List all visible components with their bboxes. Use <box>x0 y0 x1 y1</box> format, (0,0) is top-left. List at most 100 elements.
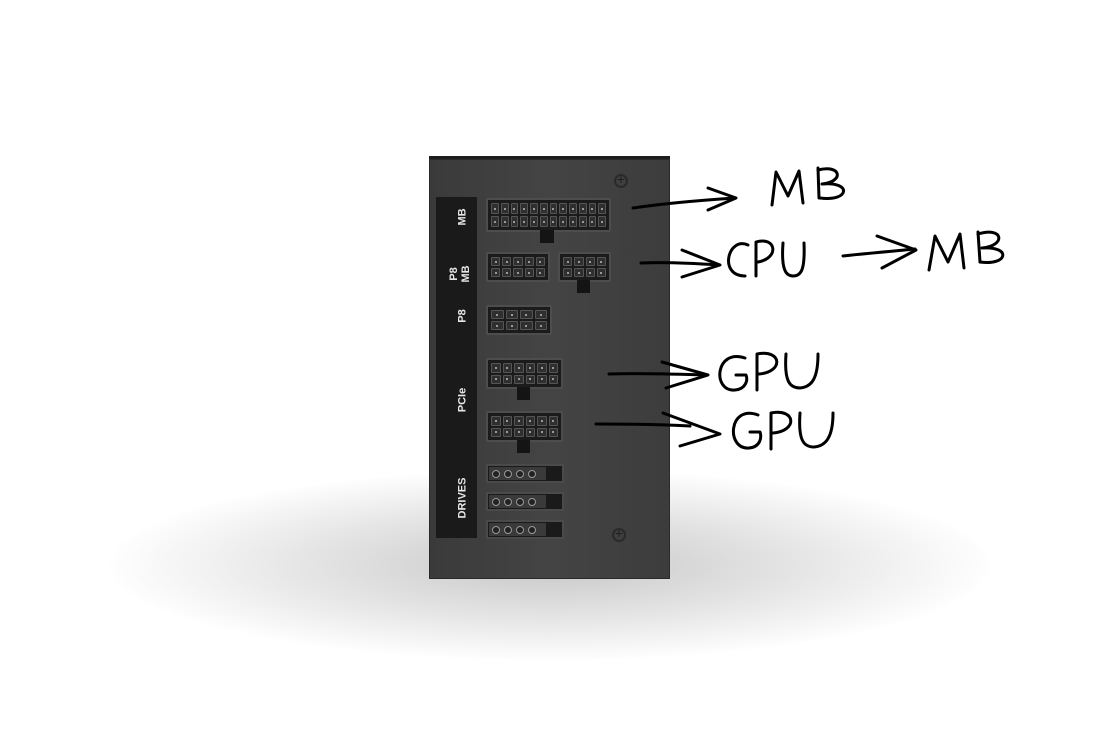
cpu-8pin-connector <box>558 252 611 282</box>
handwritten-gpu-1 <box>718 351 820 392</box>
pcie-connector-2 <box>486 411 563 442</box>
connector-pin <box>510 203 519 214</box>
connector-pin <box>491 427 501 437</box>
mb-24pin-connector <box>486 198 611 232</box>
connector-pin <box>598 203 606 214</box>
connector-pin <box>513 257 523 266</box>
connector-pin <box>537 363 547 373</box>
drive-connector-3 <box>486 520 564 539</box>
connector-pin <box>598 216 606 227</box>
connector-pin <box>525 427 535 437</box>
connector-pin <box>574 268 584 277</box>
connector-pin <box>537 416 547 426</box>
connector-pin <box>548 374 558 384</box>
connector-pin <box>525 363 535 373</box>
connector-pin <box>491 310 504 319</box>
connector-pin <box>491 257 501 266</box>
connector-pin <box>491 321 504 330</box>
connector-pin <box>514 374 524 384</box>
arrow-gpu-1 <box>607 360 710 390</box>
handwritten-cpu <box>727 239 806 278</box>
arrow-cpu <box>639 248 722 279</box>
mb-connector-latch <box>540 230 554 243</box>
connector-pin <box>559 203 567 214</box>
label-strip <box>436 197 477 538</box>
connector-pin <box>500 203 509 214</box>
connector-pin <box>514 427 524 437</box>
handwritten-gpu-2 <box>731 410 835 451</box>
connector-pin <box>520 310 533 319</box>
connector-pin <box>534 310 547 319</box>
connector-pin <box>502 416 512 426</box>
connector-pin <box>502 427 512 437</box>
connector-pin <box>588 216 597 227</box>
connector-pin <box>535 257 545 266</box>
connector-pin <box>491 363 501 373</box>
connector-pin <box>549 203 558 214</box>
connector-pin <box>524 257 534 266</box>
pcie-2-latch <box>517 440 530 453</box>
connector-pin <box>574 257 584 266</box>
mb-10pin-connector <box>486 252 550 282</box>
connector-pin <box>505 310 518 319</box>
connector-pin <box>534 321 547 330</box>
connector-pin <box>491 416 501 426</box>
connector-pin <box>569 203 577 214</box>
connector-pin <box>520 321 533 330</box>
connector-pin <box>502 268 512 277</box>
connector-pin <box>578 203 587 214</box>
handwritten-mb-2 <box>927 230 1005 272</box>
connector-pin <box>514 363 524 373</box>
power-supply-panel: MB P8 MB P8 PCIe DRIVES <box>429 156 670 579</box>
connector-pin <box>548 363 558 373</box>
arrow-mb <box>631 186 738 212</box>
connector-pin <box>520 203 528 214</box>
connector-pin <box>585 268 595 277</box>
connector-pin <box>559 216 567 227</box>
connector-pin <box>502 374 512 384</box>
connector-pin <box>491 374 501 384</box>
connector-pin <box>491 216 499 227</box>
connector-pin <box>578 216 587 227</box>
connector-pin <box>525 416 535 426</box>
connector-pin <box>525 374 535 384</box>
drive-connector-2 <box>486 492 564 511</box>
connector-pin <box>548 416 558 426</box>
connector-pin <box>513 268 523 277</box>
connector-pin <box>530 203 538 214</box>
connector-pin <box>491 203 499 214</box>
connector-pin <box>535 268 545 277</box>
p8-connector <box>486 305 552 335</box>
connector-pin <box>569 216 577 227</box>
connector-pin <box>585 257 595 266</box>
connector-pin <box>539 216 548 227</box>
connector-pin <box>502 257 512 266</box>
cpu-connector-latch <box>577 280 590 293</box>
connector-pin <box>505 321 518 330</box>
connector-pin <box>549 216 558 227</box>
screw-icon <box>614 173 628 188</box>
connector-pin <box>520 216 528 227</box>
connector-pin <box>500 216 509 227</box>
connector-pin <box>563 268 573 277</box>
connector-pin <box>537 427 547 437</box>
drive-connector-1 <box>486 464 564 483</box>
connector-pin <box>537 374 547 384</box>
arrow-mb-2 <box>841 234 918 270</box>
connector-pin <box>596 257 606 266</box>
screw-icon <box>612 527 626 542</box>
connector-pin <box>510 216 519 227</box>
connector-pin <box>539 203 548 214</box>
connector-pin <box>588 203 597 214</box>
connector-pin <box>514 416 524 426</box>
connector-pin <box>530 216 538 227</box>
arrow-gpu-2 <box>594 411 722 448</box>
connector-pin <box>502 363 512 373</box>
handwritten-mb-1 <box>770 166 845 207</box>
connector-pin <box>548 427 558 437</box>
connector-pin <box>596 268 606 277</box>
connector-pin <box>524 268 534 277</box>
connector-pin <box>491 268 501 277</box>
connector-pin <box>563 257 573 266</box>
